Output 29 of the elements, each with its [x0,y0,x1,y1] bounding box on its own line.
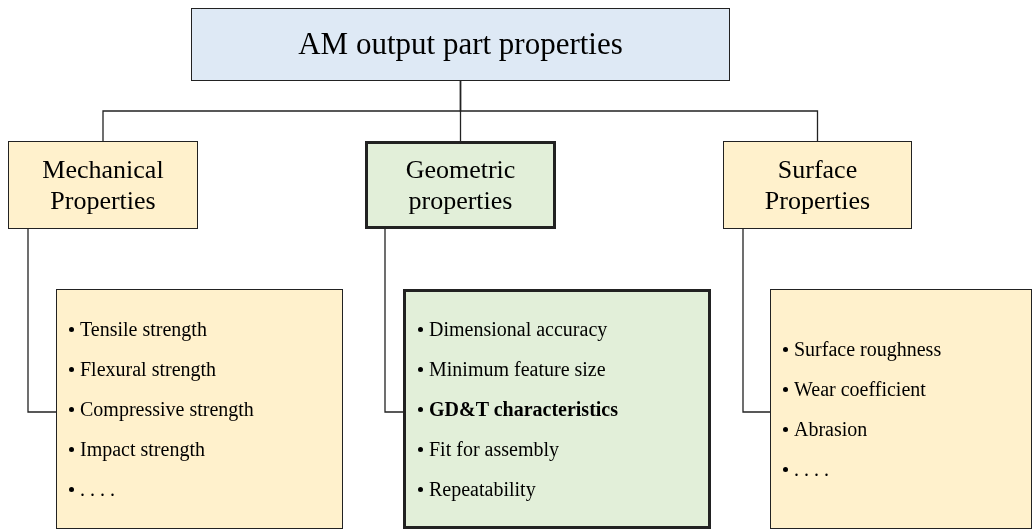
list-item: Fit for assembly [429,437,559,463]
list-item: GD&T characteristics [429,397,619,422]
list-item: Abrasion [794,417,868,442]
list-item: Impact strength [80,437,205,463]
connector-line [384,228,404,413]
list-item: Dimensional accuracy [429,317,608,343]
connector-line [742,228,771,413]
list-box [403,289,711,529]
list-box [56,289,343,529]
list-box [770,289,1032,529]
list-item: Compressive strength [80,397,254,423]
list-item: Tensile strength [80,317,207,343]
category-box [723,141,912,229]
list-item: Flexural strength [80,357,217,383]
box-title: Surface Properties [763,153,872,217]
list-item: Wear coefficient [794,377,926,402]
connector-line [459,80,819,142]
list-item: Repeatability [429,477,536,503]
list-item: . . . . [80,477,115,502]
box-title: AM output part properties [298,25,623,64]
category-box [365,141,556,229]
root-box [191,8,730,81]
category-box [8,141,198,229]
box-title: Mechanical Properties [41,153,165,217]
list-item: Minimum feature size [429,357,606,382]
list-item: . . . . [794,457,829,482]
list-item: Surface roughness [794,337,942,363]
box-title: Geometric properties [404,153,517,217]
connector-line [27,228,57,413]
